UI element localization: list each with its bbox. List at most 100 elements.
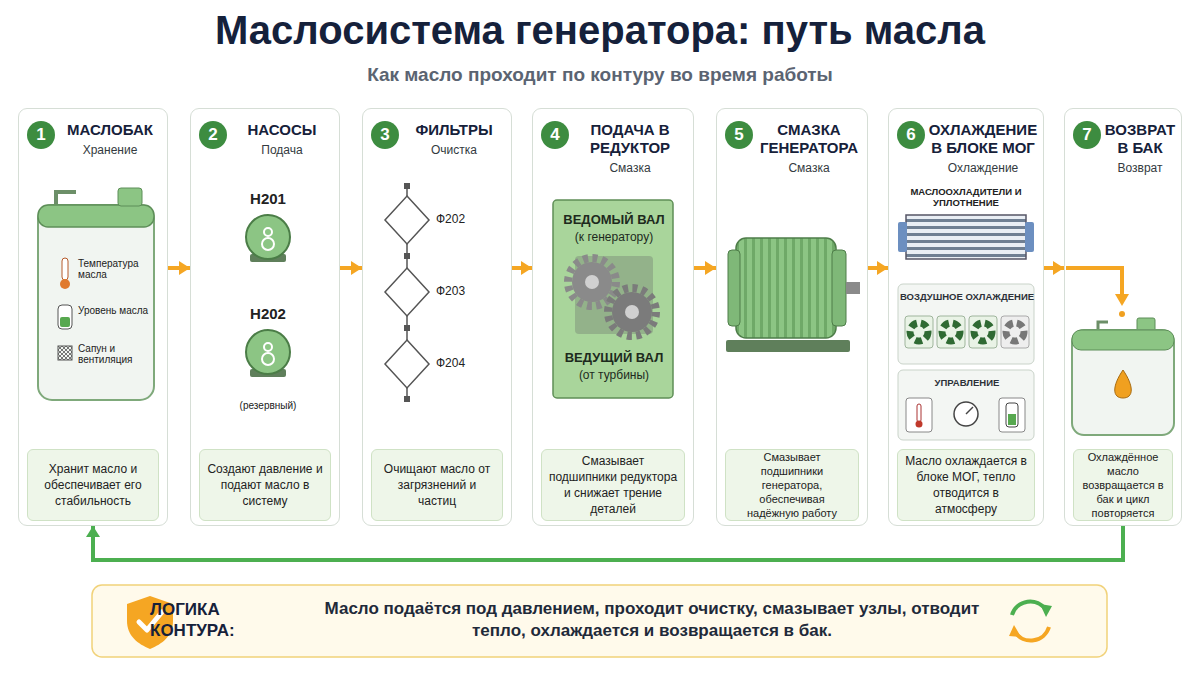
step-number: 2 [199, 121, 227, 149]
panel-header: ПОДАЧА В РЕДУКТОР Смазка [571, 121, 689, 175]
flow-arrow [340, 261, 362, 275]
step-heading: НАСОСЫ [229, 121, 335, 139]
arrow-head [877, 261, 888, 275]
description-text: Хранит масло и обеспечивает его стабильн… [34, 461, 152, 509]
step-heading: МАСЛОБАК [57, 121, 163, 139]
logic-ground [92, 585, 1107, 657]
sub-panel-title: ВОЗДУШНОЕ ОХЛАЖДЕНИЕ [899, 291, 1035, 302]
arrow-head [351, 261, 362, 275]
pump-symbol [246, 215, 290, 377]
shaft-caption: ВЕДУЩИЙ ВАЛ (от турбины) [555, 350, 673, 382]
description-box: Создают давление и подают масло в систем… [199, 449, 331, 521]
return-tank [1066, 268, 1174, 435]
description-box: Хранит масло и обеспечивает его стабильн… [27, 449, 159, 521]
step-subtitle: Очистка [401, 143, 507, 157]
gearbox-box: ВЕДОМЫЙ ВАЛ (к генератору) ВЕДУЩИЙ ВАЛ (от … [554, 201, 674, 399]
filter-symbol [385, 183, 429, 402]
panel-header: ОХЛАЖДЕНИЕ В БЛОКЕ МОГ Охлаждение [927, 121, 1039, 175]
step-number: 6 [897, 121, 925, 149]
step-heading: ПОДАЧА В РЕДУКТОР [571, 121, 689, 157]
gearbox [553, 200, 673, 398]
pump-tag: Н201 [242, 190, 294, 207]
description-box: Охлаждённое масло возвращается в бак и ц… [1073, 449, 1173, 521]
arrow-head [86, 526, 100, 537]
step-number: 3 [371, 121, 399, 149]
callout-number: 4 [550, 125, 559, 145]
panel-header: ФИЛЬТРЫОчистка [401, 121, 507, 157]
description-text: Масло охлаждается в блоке МОГ, тепло отв… [904, 453, 1028, 517]
fan-symbol [905, 316, 1029, 348]
arrow-head [1053, 261, 1064, 275]
pump-tag: Н202 [242, 305, 294, 322]
description-text: Охлаждённое масло возвращается в бак и ц… [1080, 450, 1166, 520]
step-heading: ВОЗВРАТ В БАК [1103, 121, 1177, 157]
step-panel: ФИЛЬТРЫОчистка3Очищают масло от загрязне… [362, 108, 512, 526]
step-heading: СМАЗКА ГЕНЕРАТОРА [755, 121, 863, 157]
arrow-head [705, 261, 716, 275]
part-label: Сапун и вентиляция [78, 343, 152, 365]
filter-tag: Ф202 [436, 212, 486, 226]
arrow-head [521, 261, 532, 275]
callout-number: 1 [36, 125, 45, 145]
step-panel: ПОДАЧА В РЕДУКТОР Смазка 4ВЕДОМЫЙ ВАЛ (к ге… [532, 108, 694, 526]
sub-panel: ВОЗДУШНОЕ ОХЛАЖДЕНИЕ [899, 285, 1035, 365]
arrow-head [179, 261, 190, 275]
filter-tag: Ф204 [436, 356, 486, 370]
panel-header: СМАЗКА ГЕНЕРАТОРАСмазка [755, 121, 863, 175]
flow-arrow [168, 261, 190, 275]
step-subtitle: Возврат [1103, 161, 1177, 175]
sub-panel-title: УПРАВЛЕНИЕ [899, 377, 1035, 388]
control-icons [906, 398, 1025, 432]
shaft-name: ВЕДОМЫЙ ВАЛ [555, 212, 673, 227]
part-label: Температура масла [78, 258, 152, 280]
flow-arrow [512, 261, 532, 275]
flow-arrow [694, 261, 716, 275]
step-number: 7 [1073, 121, 1101, 149]
page-subtitle: Как масло проходит по контуру во время р… [0, 64, 1200, 86]
description-text: Смазывает подшипники редуктора и снижает… [548, 453, 678, 517]
description-box: Смазывает подшипники генератора, обеспеч… [725, 449, 859, 521]
step-subtitle: Хранение [57, 143, 163, 157]
oil-cooler [898, 215, 1034, 440]
step-panel: ВОЗВРАТ В БАК Возврат7Охлаждённое масло в… [1064, 108, 1182, 526]
step-subtitle: Подача [229, 143, 335, 157]
logic-text: Масло подаётся под давлением, проходит о… [312, 598, 992, 642]
step-subtitle: Смазка [571, 161, 689, 175]
flow-arrow [868, 261, 888, 275]
step-number: 1 [27, 121, 55, 149]
step-heading: ОХЛАЖДЕНИЕ В БЛОКЕ МОГ [927, 121, 1039, 157]
step-panel: МАСЛОБАК Хранение 1Хранит масло и обеспечи… [18, 108, 168, 526]
callout-number: 2 [208, 125, 217, 145]
description-text: Смазывает подшипники генератора, обеспеч… [732, 450, 852, 520]
callout-number: 5 [734, 125, 743, 145]
shaft-note: (от турбины) [555, 368, 673, 382]
oil-tank [38, 188, 154, 400]
filter-tag: Ф203 [436, 284, 486, 298]
sub-panel: УПРАВЛЕНИЕ [899, 371, 1035, 441]
part-label: МАСЛООХЛАДИТЕЛИ И УПЛОТНЕНИЕ [894, 186, 1038, 208]
description-box: Масло охлаждается в блоке МОГ, тепло отв… [897, 449, 1035, 521]
description-text: Создают давление и подают масло в систем… [206, 461, 324, 509]
pump-tag: (резервный) [222, 400, 314, 411]
logic-heading: ЛОГИКА КОНТУРА: [150, 599, 290, 641]
logic-box: ЛОГИКА КОНТУРА: Масло подаётся под давлен… [92, 585, 1107, 657]
part-label: Уровень масла [78, 305, 152, 316]
step-number: 5 [725, 121, 753, 149]
description-box: Смазывает подшипники редуктора и снижает… [541, 449, 685, 521]
step-number: 4 [541, 121, 569, 149]
callout-number: 6 [906, 125, 915, 145]
flow-arrow [1044, 261, 1064, 275]
panel-header: МАСЛОБАК Хранение [57, 121, 163, 157]
description-box: Очищают масло от загрязнений и частиц [371, 449, 503, 521]
step-subtitle: Охлаждение [927, 161, 1039, 175]
description-text: Очищают масло от загрязнений и частиц [378, 461, 496, 509]
step-panel: СМАЗКА ГЕНЕРАТОРАСмазка 5Смазывает подшип… [716, 108, 868, 526]
flow-arrow [86, 526, 1123, 560]
panel-header: НАСОСЫ Подача [229, 121, 335, 157]
flow-line [93, 526, 1123, 560]
logic-text-wrap: ЛОГИКА КОНТУРА: [150, 599, 290, 641]
shaft-note: (к генератору) [555, 230, 673, 244]
shaft-name: ВЕДУЩИЙ ВАЛ [555, 350, 673, 365]
page-title: Маслосистема генератора: путь масла [0, 8, 1200, 53]
